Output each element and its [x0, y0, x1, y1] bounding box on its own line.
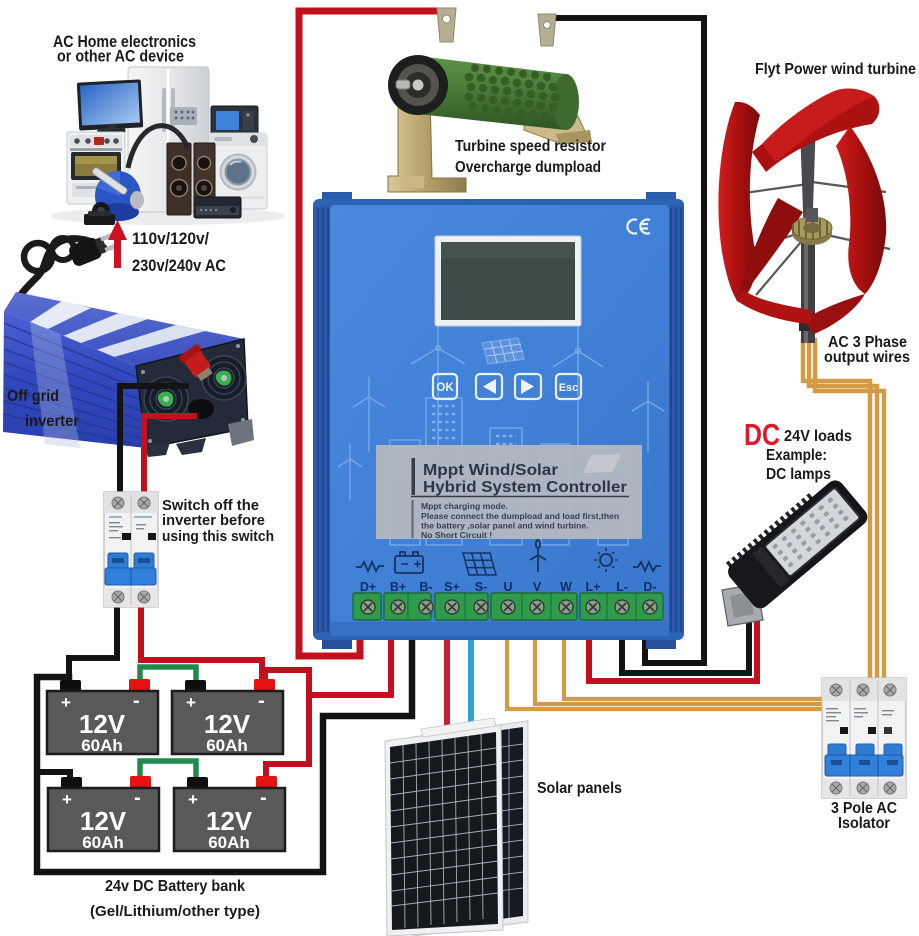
svg-text:inverter: inverter: [25, 413, 79, 430]
svg-text:S-: S-: [475, 580, 488, 594]
svg-text:Mppt charging mode.: Mppt charging mode.: [421, 501, 508, 511]
svg-text:110v/120v/: 110v/120v/: [132, 230, 209, 248]
svg-text:L-: L-: [616, 580, 628, 594]
svg-text:inverter before: inverter before: [162, 513, 265, 529]
svg-text:+: +: [61, 693, 71, 712]
svg-text:3 Pole AC: 3 Pole AC: [831, 800, 897, 817]
svg-text:24v DC Battery bank: 24v DC Battery bank: [105, 878, 245, 895]
svg-text:V: V: [533, 580, 542, 594]
svg-text:Off grid: Off grid: [7, 388, 59, 405]
svg-text:60Ah: 60Ah: [206, 736, 248, 755]
svg-text:B-: B-: [419, 580, 432, 594]
svg-text:12V: 12V: [80, 806, 127, 836]
svg-text:Isolator: Isolator: [838, 815, 890, 832]
svg-text:-: -: [133, 690, 140, 712]
svg-text:60Ah: 60Ah: [82, 833, 124, 852]
svg-text:Solar panels: Solar panels: [537, 780, 622, 797]
svg-text:D-: D-: [643, 580, 656, 594]
svg-text:Flyt Power wind turbine: Flyt Power wind turbine: [755, 61, 916, 78]
svg-text:output wires: output wires: [824, 349, 910, 366]
svg-text:+: +: [62, 790, 72, 809]
svg-text:Mppt Wind/Solar: Mppt Wind/Solar: [423, 462, 558, 479]
svg-text:(Gel/Lithium/other type): (Gel/Lithium/other type): [90, 903, 260, 920]
svg-text:Please connect the dumpload an: Please connect the dumpload and load fir…: [421, 511, 619, 521]
svg-text:AC 3 Phase: AC 3 Phase: [828, 334, 907, 351]
svg-text:W: W: [560, 580, 572, 594]
svg-text:B+: B+: [390, 580, 406, 594]
svg-text:12V: 12V: [204, 709, 251, 739]
svg-text:230v/240v AC: 230v/240v AC: [132, 257, 226, 275]
svg-text:-: -: [258, 690, 265, 712]
svg-text:OK: OK: [436, 382, 454, 394]
svg-text:12V: 12V: [206, 806, 253, 836]
svg-text:S+: S+: [444, 580, 460, 594]
svg-text:D+: D+: [360, 580, 376, 594]
svg-text:60Ah: 60Ah: [208, 833, 250, 852]
svg-text:24V loads: 24V loads: [784, 428, 852, 445]
svg-text:+: +: [186, 693, 196, 712]
svg-text:L+: L+: [586, 580, 601, 594]
svg-text:Overcharge dumpload: Overcharge dumpload: [455, 159, 601, 176]
svg-text:Hybrid System Controller: Hybrid System Controller: [423, 479, 627, 496]
svg-text:using this switch: using this switch: [162, 529, 274, 545]
svg-text:+: +: [188, 790, 198, 809]
svg-text:-: -: [260, 787, 267, 809]
svg-text:AC Home electronics: AC Home electronics: [53, 32, 196, 51]
svg-text:DC: DC: [744, 417, 780, 452]
svg-text:Switch off the: Switch off the: [162, 498, 259, 514]
svg-text:Turbine speed resistor: Turbine speed resistor: [455, 138, 606, 155]
svg-text:the battery ,solar panel and w: the battery ,solar panel and wind turbin…: [421, 521, 589, 531]
svg-text:No Short Circuit !: No Short Circuit !: [421, 530, 492, 540]
svg-text:U: U: [503, 580, 512, 594]
svg-text:60Ah: 60Ah: [81, 736, 123, 755]
svg-text:Esc: Esc: [559, 382, 579, 394]
svg-text:or other AC device: or other AC device: [57, 47, 184, 66]
svg-text:-: -: [134, 787, 141, 809]
svg-text:12V: 12V: [79, 709, 126, 739]
svg-text:Example:: Example:: [766, 447, 827, 464]
svg-text:DC lamps: DC lamps: [766, 466, 831, 483]
